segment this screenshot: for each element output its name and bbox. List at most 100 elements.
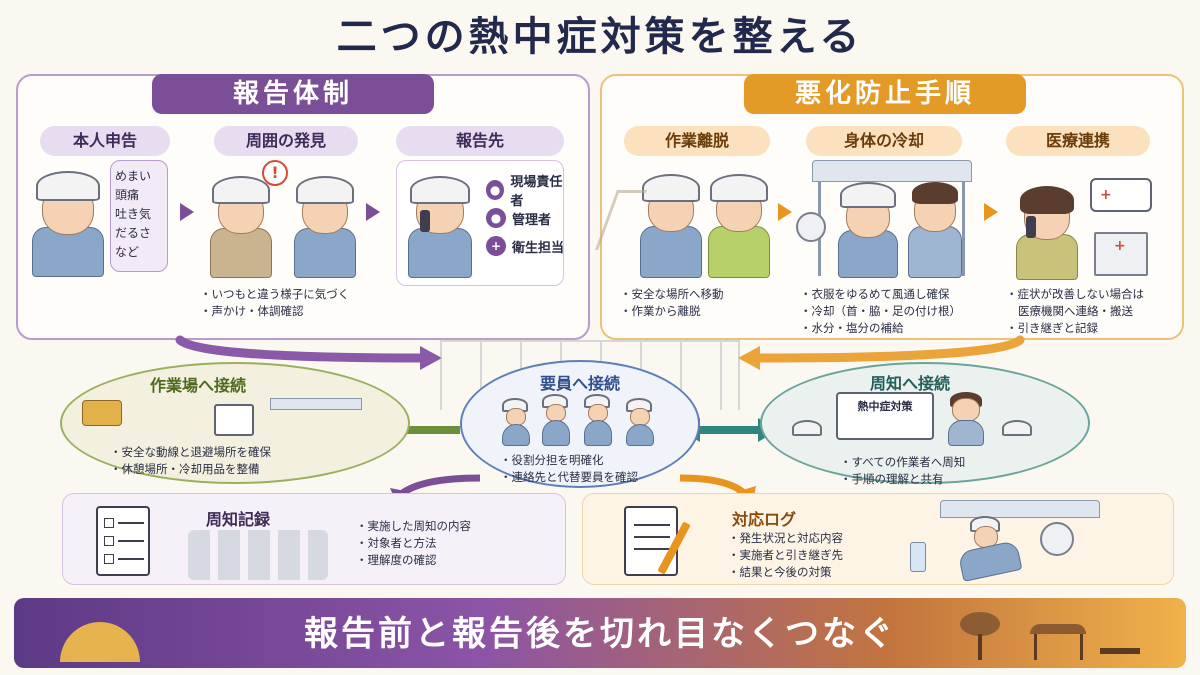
arrow-right-icon [180,203,194,221]
bullet-item: 冷却（首・脇・足の付け根） [800,303,996,320]
report-target-list: ●現場責任者 ● 管理者 + 衛生担当 [486,175,570,260]
excavator-icon [82,400,122,426]
gazebo-pole [1080,634,1083,660]
bullet-item: 連絡先と代替要員を確認 [500,469,680,486]
arrow-head-icon [420,346,442,370]
fan-icon [1040,522,1074,556]
bullet-item: 安全な動線と退避場所を確保 [110,444,370,461]
coworker-woman-illustration [206,170,276,280]
tent-pole [962,182,965,276]
step-medical-link: 医療連携 [1006,126,1150,156]
hospital-icon: + [1094,232,1148,276]
bullet-item: 衣服をゆるめて風通し確保 [800,286,996,303]
arrow-right-icon [366,203,380,221]
staff-title: 要員へ接続 [539,374,620,393]
worker-resting-illustration [834,180,902,280]
orange-curve-arrow [755,335,1025,363]
rest-tent-icon [270,398,362,410]
tent-icon [812,160,972,182]
prevention-banner: 悪化防止手順 [744,74,1026,114]
bullet-item: 実施した周知の内容 [356,518,556,535]
step-body-cooling: 身体の冷却 [806,126,962,156]
report-target-label: 管理者 [512,212,552,228]
worker-phone-illustration [404,170,476,280]
clipboard-icon [624,506,678,576]
purple-curve-arrow [175,335,425,363]
notice-bullets: すべての作業者へ周知 手順の理解と共有 [840,454,1040,488]
bullet-item: 休憩場所・冷却用品を整備 [110,461,370,478]
water-bottle-icon [910,542,926,572]
checklist-icon [96,506,150,576]
bullet-item: 発生状況と対応内容 [728,530,928,547]
report-target-item: + 衛生担当 [486,232,570,260]
bullet-item: 作業から離脱 [620,303,790,320]
response-log-title: 対応ログ [732,510,797,529]
symptom-bubble: めまい 頭痛 吐き気 だるさ など [110,160,168,272]
bullet-item: 役割分担を明確化 [500,452,680,469]
red-cross-icon: + [1100,187,1112,203]
supervisor-vest-illustration [704,168,774,280]
bench-icon [1100,648,1140,654]
report-target-label: 現場責任者 [510,175,563,209]
bullet-item: すべての作業者へ周知 [840,454,1040,471]
signboard-icon [214,404,254,436]
worker-dizzy-illustration [28,165,108,280]
caregiver-illustration [904,172,966,280]
ambulance-icon: + [1090,178,1152,212]
woman-phone-illustration [1012,178,1082,280]
coworker-man-illustration [290,170,360,280]
notice-record-title: 周知記録 [206,510,271,529]
step-peer-detection: 周囲の発見 [214,126,358,156]
instructor-illustration [944,392,988,448]
bullet-item-cont: 医療機関へ連絡・搬送 [1018,304,1133,318]
person-icon: ● [486,180,505,200]
arrow-right-icon [778,203,792,221]
bullet-item: 水分・塩分の補給 [800,320,996,337]
peer-detection-bullets: いつもと違う様子に気づく 声かけ・体調確認 [200,286,380,320]
symptom-item: 頭痛 [115,188,140,202]
medical-bullets: 症状が改善しない場合は 医療機関へ連絡・搬送 引き継ぎと記録 [1006,286,1180,337]
symptom-item: 吐き気 [115,207,152,221]
response-log-bullets: 発生状況と対応内容 実施者と引き継ぎ先 結果と今後の対策 [728,530,928,581]
notice-record-bullets: 実施した周知の内容 対象者と方法 理解度の確認 [356,518,556,569]
leave-work-bullets: 安全な場所へ移動 作業から離脱 [620,286,790,320]
worksite-title: 作業場へ接続 [150,376,247,395]
fan-icon [796,212,826,242]
gazebo-pole [1034,634,1037,660]
tree-icon [960,612,1000,636]
arrow-right-icon [984,203,998,221]
symptom-item: めまい [115,169,152,183]
footer-message: 報告前と報告後を切れ目なくつなぐ [304,614,896,654]
gazebo-icon [1030,624,1086,634]
medical-cross-icon: + [486,236,506,256]
tree-trunk [978,634,982,660]
bullet-item: いつもと違う様子に気づく [200,286,380,303]
report-system-banner: 報告体制 [152,74,434,114]
page-title: 二つの熱中症対策を整える [336,14,864,60]
bullet-item: 手順の理解と共有 [840,471,1040,488]
step-self-report: 本人申告 [40,126,170,156]
hospital-cross-icon: + [1114,238,1126,254]
worker-reclining-illustration [940,516,1030,582]
notice-board-title: 熱中症対策 [857,400,913,413]
exclamation-icon: ! [262,160,288,186]
notice-board: 熱中症対策 [836,392,934,440]
notice-title: 周知へ接続 [870,374,951,393]
step-report-target: 報告先 [396,126,564,156]
cooling-bullets: 衣服をゆるめて風通し確保 冷却（首・脇・足の付け根） 水分・塩分の補給 [800,286,996,337]
group-icon: ● [486,208,506,228]
bullet-item: 理解度の確認 [356,552,556,569]
staff-bullets: 役割分担を明確化 連絡先と代替要員を確認 [500,452,680,486]
worker-leaving-illustration [636,168,706,280]
bullet-item: 引き継ぎと記録 [1006,320,1180,337]
staff-group-illustration [500,394,660,450]
symptom-item: など [115,245,140,259]
bullet-item: 安全な場所へ移動 [620,286,790,303]
step-leave-work: 作業離脱 [624,126,770,156]
report-target-label: 衛生担当 [512,240,565,256]
briefing-sketch [188,530,328,580]
rest-tent-icon [940,500,1100,518]
report-target-item: ● 管理者 [486,204,570,232]
bullet-item: 声かけ・体調確認 [200,303,380,320]
listener-right [1000,420,1036,440]
